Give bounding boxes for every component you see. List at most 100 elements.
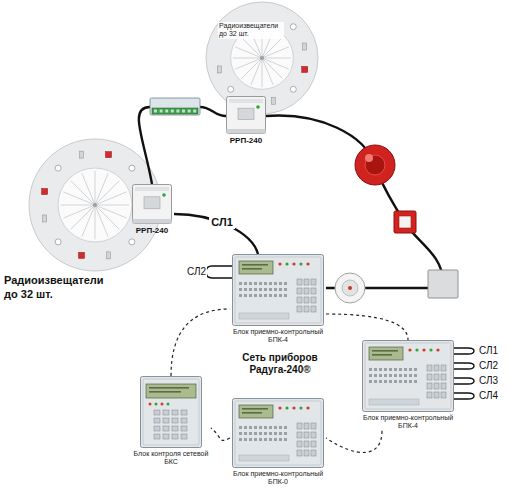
- terminal-block: [152, 108, 198, 114]
- zone-led: [384, 380, 387, 383]
- zone-led: [369, 374, 372, 377]
- zone-led: [284, 288, 287, 291]
- zone-led: [274, 282, 277, 285]
- loop-stub: [454, 378, 474, 384]
- lcd-display: [146, 384, 196, 398]
- zone-led: [269, 294, 272, 297]
- indicator-led: [278, 406, 281, 409]
- radio-link-line: [262, 58, 263, 87]
- radio-link-line: [262, 37, 283, 58]
- device-illustration: [132, 184, 172, 224]
- zone-led: [284, 294, 287, 297]
- terminal-screw: [182, 110, 185, 113]
- radio-link-line: [95, 205, 96, 239]
- radio-call-point-icon: [302, 66, 308, 72]
- indicator-led: [155, 403, 158, 406]
- device-caption: РРП-240: [130, 226, 174, 236]
- zone-led: [394, 380, 397, 383]
- radio-link-line: [95, 192, 127, 205]
- keypad-key: [427, 383, 432, 389]
- radio-link-line: [262, 58, 273, 85]
- loop-name: СЛ2: [186, 266, 207, 278]
- network-name: Сеть приборов Радуга-240®: [232, 352, 328, 376]
- zone-led: [414, 368, 417, 371]
- indicator-led: [415, 348, 418, 351]
- zone-led: [409, 380, 412, 383]
- housing-strip: [229, 99, 263, 103]
- keypad-key: [311, 288, 316, 294]
- radio-link-line: [95, 171, 96, 205]
- keypad-key: [311, 297, 316, 303]
- radio-sensor-icon: [303, 43, 307, 50]
- lcd-line: [242, 264, 268, 266]
- device-caption: Блок приемно-контрольный БПК-0: [230, 470, 326, 487]
- keypad-key: [163, 434, 169, 439]
- indicator-led: [285, 262, 288, 265]
- keypad-key: [172, 418, 178, 423]
- zone-led: [274, 294, 277, 297]
- zone-led: [279, 288, 282, 291]
- keypad-key: [172, 426, 178, 431]
- indicator-led: [149, 403, 152, 406]
- zone-led: [284, 432, 287, 435]
- zone-led: [239, 294, 242, 297]
- panel-bezel: [143, 379, 199, 445]
- terminal-screw: [188, 110, 191, 113]
- smoke-detector-chamber: [342, 280, 358, 296]
- keypad-key: [427, 365, 432, 371]
- indicator-led: [167, 403, 170, 406]
- device-illustration: [232, 254, 324, 326]
- control-panel: Блок приемно-контрольный БПК-0: [230, 398, 326, 487]
- zone-led: [249, 294, 252, 297]
- zone-led: [279, 438, 282, 441]
- zone-led: [414, 374, 417, 377]
- radio-link-line: [95, 181, 119, 205]
- zone-led: [399, 380, 402, 383]
- network-link: [326, 314, 408, 340]
- zone-led: [399, 368, 402, 371]
- terminal-screw: [165, 110, 168, 113]
- device-illustration: [232, 398, 324, 468]
- radio-link-line: [241, 37, 262, 58]
- radio-link-line: [95, 205, 119, 229]
- lcd-line: [242, 408, 268, 410]
- lcd-line: [242, 412, 262, 414]
- zone-led: [284, 438, 287, 441]
- lcd-display: [239, 261, 273, 274]
- radio-link-line: [63, 205, 95, 218]
- radio-zone-core: [58, 168, 132, 242]
- keypad-key: [154, 426, 160, 431]
- indicator-led: [299, 262, 302, 265]
- radio-smoke-detector-icon: [55, 239, 61, 245]
- indicator-led: [408, 348, 411, 351]
- zone-led: [409, 368, 412, 371]
- keypad-key: [311, 423, 316, 429]
- lcd-display: [369, 347, 403, 360]
- zone-led: [249, 288, 252, 291]
- zone-led: [404, 374, 407, 377]
- housing-base: [133, 219, 172, 224]
- radio-link-line: [262, 58, 291, 59]
- radio-sensor-icon: [217, 66, 221, 73]
- keypad-key: [163, 418, 169, 423]
- lcd-line: [372, 354, 392, 356]
- indicator-led: [161, 403, 164, 406]
- keypad-key: [297, 450, 302, 456]
- zone-led: [379, 380, 382, 383]
- zone-led: [244, 282, 247, 285]
- network-control-unit: Блок контроля сетевой БКС: [131, 376, 211, 467]
- device-illustration: [226, 96, 266, 134]
- zone-led: [284, 282, 287, 285]
- zone-led: [374, 380, 377, 383]
- device-caption: Блок контроля сетевой БКС: [131, 450, 211, 467]
- indicator-led: [306, 406, 309, 409]
- radio-sensor-icon: [106, 252, 110, 259]
- zone-led: [394, 368, 397, 371]
- keypad-key: [181, 410, 187, 415]
- indicator-led: [429, 348, 432, 351]
- keypad-key: [297, 441, 302, 447]
- zone-led: [269, 432, 272, 435]
- zone-led: [249, 282, 252, 285]
- zone-led: [239, 426, 242, 429]
- panel-housing: [363, 341, 454, 412]
